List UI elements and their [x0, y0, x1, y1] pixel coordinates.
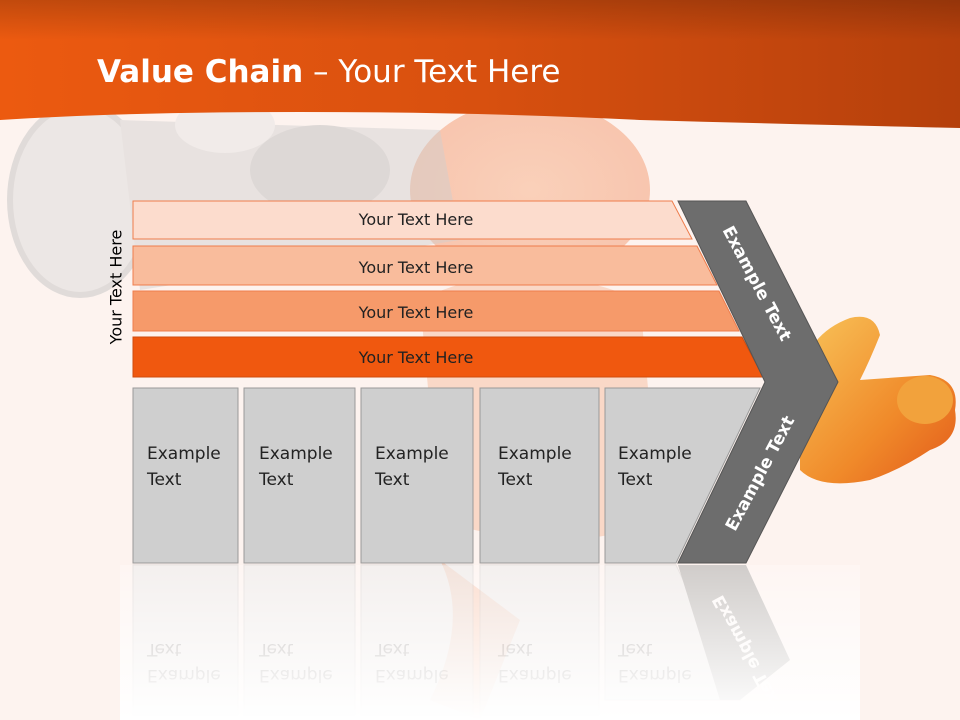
primary-boxes: Example Text Example Text Example Text E…	[132, 387, 761, 564]
box-line2: Text	[617, 470, 653, 490]
box-shape	[604, 387, 761, 564]
box-line2: Text	[497, 470, 533, 490]
box-shape	[479, 387, 600, 564]
box-shape	[360, 387, 474, 564]
bar-label: Your Text Here	[358, 258, 474, 277]
bar-label: Your Text Here	[358, 303, 474, 322]
hand-art	[798, 316, 956, 484]
bar-shape	[132, 290, 740, 332]
box-line1: Example	[498, 444, 572, 464]
support-bar-4[interactable]: Your Text Here	[132, 336, 764, 378]
box-line1: Example	[618, 444, 692, 464]
bar-label: Your Text Here	[358, 210, 474, 229]
box-line2: Text	[258, 470, 294, 490]
page-title: Value Chain – Your Text Here	[97, 54, 560, 90]
primary-box-4[interactable]: Example Text	[479, 387, 600, 564]
bar-shape	[132, 245, 718, 286]
box-line2: Text	[146, 470, 182, 490]
box-line1: Example	[259, 444, 333, 464]
support-bar-3[interactable]: Your Text Here	[132, 290, 740, 332]
support-bars: Your Text Here Your Text Here Your Text …	[132, 200, 764, 378]
primary-box-5[interactable]: Example Text	[604, 387, 761, 564]
title-bold: Value Chain	[97, 54, 304, 90]
box-line1: Example	[375, 444, 449, 464]
box-shape	[243, 387, 356, 564]
box-shape	[132, 387, 239, 564]
reflection-fade	[120, 565, 860, 720]
primary-box-1[interactable]: Example Text	[132, 387, 239, 564]
box-line1: Example	[147, 444, 221, 464]
support-bar-1[interactable]: Your Text Here	[132, 200, 693, 240]
primary-box-2[interactable]: Example Text	[243, 387, 356, 564]
support-bar-2[interactable]: Your Text Here	[132, 245, 718, 286]
primary-box-3[interactable]: Example Text	[360, 387, 474, 564]
bar-label: Your Text Here	[358, 348, 474, 367]
box-line2: Text	[374, 470, 410, 490]
chevron-shape	[677, 200, 839, 564]
bar-shape	[132, 200, 693, 240]
title-rest: – Your Text Here	[303, 54, 561, 90]
